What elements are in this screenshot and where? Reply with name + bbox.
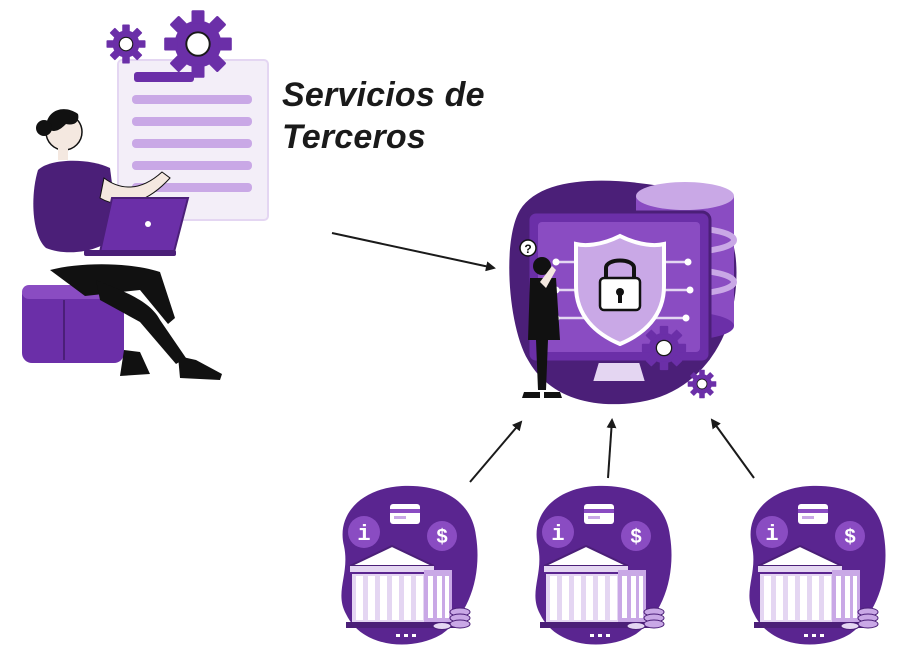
person-with-laptop-icon <box>33 109 222 380</box>
svg-text:?: ? <box>524 242 531 256</box>
bank-node-1 <box>340 484 479 646</box>
security-hub-illustration: ? <box>509 180 737 405</box>
bank-node-3 <box>748 484 887 646</box>
arrow-provider-to-hub <box>331 232 496 272</box>
thinking-person-icon: ? <box>519 239 562 398</box>
provider-illustration <box>22 9 269 380</box>
small-gear-icon <box>105 23 147 65</box>
seat-icon <box>22 285 124 363</box>
hub-gear-large-icon <box>641 325 687 371</box>
diagram-title: Servicios de Terceros <box>282 74 485 158</box>
arrow-bank-2-to-hub <box>606 418 617 479</box>
title-line-2: Terceros <box>282 118 426 156</box>
arrow-bank-1-to-hub <box>469 420 523 483</box>
large-gear-icon <box>163 9 233 79</box>
hub-gear-small-icon <box>687 369 717 399</box>
arrow-bank-3-to-hub <box>710 418 755 479</box>
bank-node-2 <box>534 484 673 646</box>
title-line-1: Servicios de <box>282 76 485 114</box>
shield-lock-icon <box>574 233 666 347</box>
arrows <box>331 232 755 483</box>
